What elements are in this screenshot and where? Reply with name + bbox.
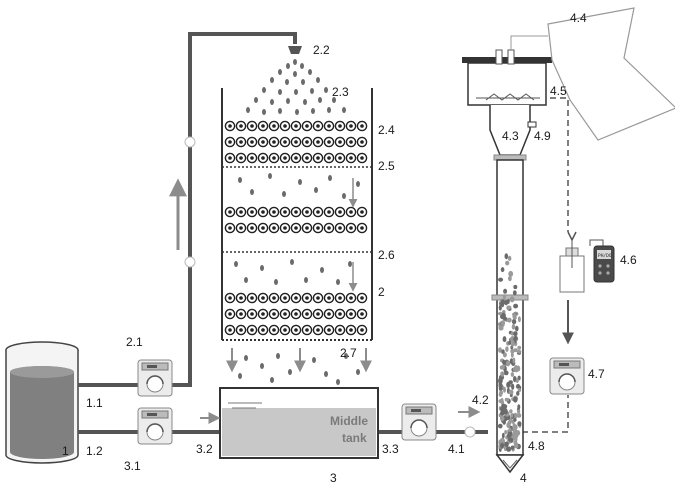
label-2-4: 2.4 bbox=[378, 123, 395, 137]
label-2-7: 2.7 bbox=[340, 346, 357, 360]
label-3-2: 3.2 bbox=[196, 442, 213, 456]
media-layers bbox=[224, 120, 368, 336]
drip-zone bbox=[238, 353, 360, 385]
pump-4-7 bbox=[549, 357, 585, 395]
spray-droplets bbox=[246, 59, 346, 115]
label-2-5: 2.5 bbox=[378, 159, 395, 173]
pump-2-1 bbox=[137, 359, 173, 397]
pump-3-3 bbox=[401, 403, 437, 441]
middle-tank-label-line1: Middle bbox=[330, 414, 368, 428]
label-4-1: 4.1 bbox=[448, 442, 465, 456]
pipe-joint bbox=[184, 136, 196, 148]
middle-tank-label-line2: tank bbox=[342, 431, 367, 445]
label-4-6: 4.6 bbox=[620, 253, 637, 267]
trickling-column bbox=[221, 88, 373, 341]
label-3-3: 3.3 bbox=[382, 442, 399, 456]
label-2-3: 2.3 bbox=[332, 85, 349, 99]
label-1-2: 1.2 bbox=[86, 444, 103, 458]
label-2-2: 2.2 bbox=[313, 43, 330, 57]
pipe-joint bbox=[184, 256, 196, 268]
label-4-5: 4.5 bbox=[550, 84, 567, 98]
label-4-3: 4.3 bbox=[502, 129, 519, 143]
spray-nozzle bbox=[288, 46, 302, 54]
sampling-bottle bbox=[559, 231, 604, 293]
label-3: 3 bbox=[330, 471, 337, 485]
bioreactor-column bbox=[462, 49, 552, 474]
pipe-joint bbox=[464, 426, 476, 438]
label-4-7: 4.7 bbox=[588, 367, 605, 381]
label-4-8: 4.8 bbox=[528, 439, 545, 453]
label-2-6: 2.6 bbox=[378, 248, 395, 262]
ph-do-meter: PH/DO bbox=[593, 245, 615, 283]
gas-bag-tube bbox=[510, 35, 548, 50]
label-3-1: 3.1 bbox=[124, 459, 141, 473]
label-1: 1 bbox=[62, 444, 69, 458]
label-4-4: 4.4 bbox=[570, 11, 587, 25]
label-2-1: 2.1 bbox=[126, 335, 143, 349]
pump-3-1 bbox=[137, 407, 173, 445]
label-2: 2 bbox=[378, 285, 385, 299]
middle-tank: Middle tank bbox=[219, 387, 379, 459]
meter-display: PH/DO bbox=[598, 253, 612, 259]
feed-tank bbox=[5, 341, 79, 464]
label-4: 4 bbox=[520, 471, 527, 485]
label-4-9: 4.9 bbox=[534, 129, 551, 143]
label-1-1: 1.1 bbox=[86, 396, 103, 410]
gas-bag bbox=[547, 7, 675, 141]
label-4-2: 4.2 bbox=[472, 393, 489, 407]
dashed-lines bbox=[522, 97, 569, 433]
